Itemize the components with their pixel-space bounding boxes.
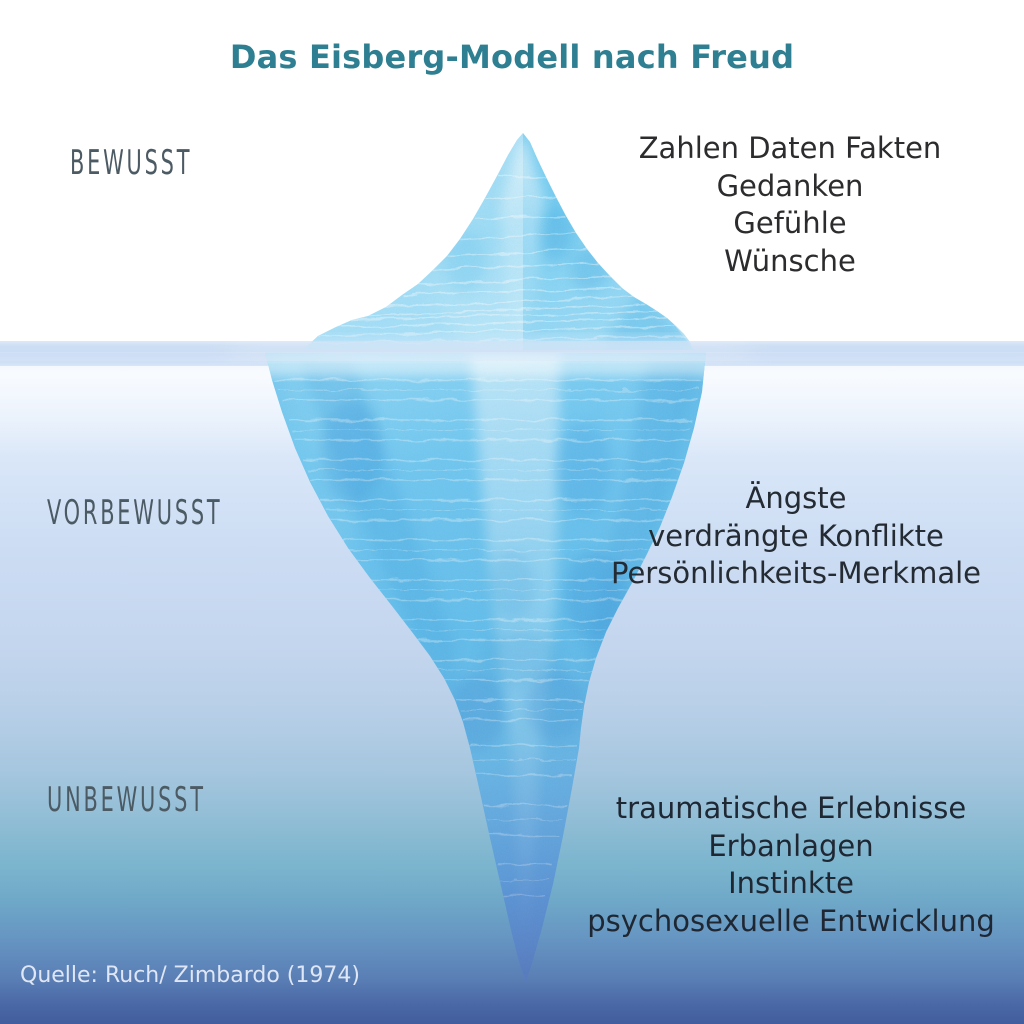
level-label-conscious: BEWUSST: [70, 141, 193, 183]
level-label-preconscious: VORBEWUSST: [47, 491, 223, 533]
content-conscious: Zahlen Daten Fakten Gedanken Gefühle Wün…: [638, 131, 942, 279]
level-label-unconscious: UNBEWUSST: [47, 778, 206, 820]
page-title: Das Eisberg-Modell nach Freud: [229, 38, 795, 76]
source-citation: Quelle: Ruch/ Zimbardo (1974): [20, 963, 360, 988]
waterline-divider: [0, 341, 1024, 371]
content-preconscious: Ängste verdrängte Konflikte Persönlichke…: [611, 481, 981, 591]
content-unconscious: traumatische Erlebnisse Erbanlagen Insti…: [587, 791, 995, 939]
